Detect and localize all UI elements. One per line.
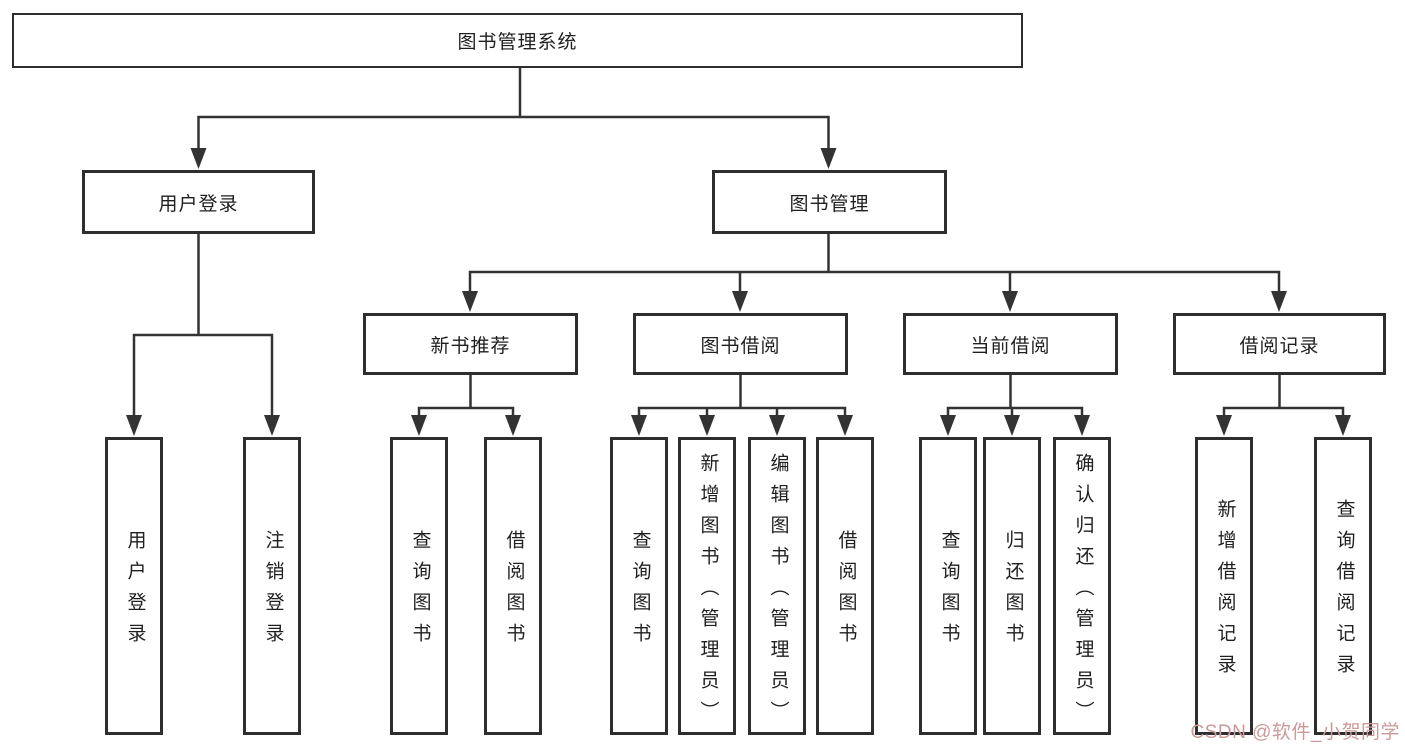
edge-level2-rail (197, 115, 830, 150)
leaf-query-borrow-record: 查询借阅记录 (1314, 437, 1372, 735)
node-root-label: 图书管理系统 (457, 32, 578, 53)
arrowhead-book-management (820, 148, 837, 169)
edges-current-borrow-children (940, 373, 1090, 436)
leaf-edit-book-admin-label: 编辑图书（管理员） (767, 452, 789, 732)
edge-level3-rail (468, 270, 1281, 294)
leaf-query-books-current-label: 查询图书 (938, 530, 960, 654)
node-book-borrow-label: 图书借阅 (700, 335, 781, 357)
node-book-management: 图书管理 (712, 170, 947, 234)
arrowhead-query-books-recommend (411, 415, 427, 436)
leaf-query-books-recommend-label: 查询图书 (409, 530, 431, 654)
edges-user-login-children (126, 232, 280, 436)
leaf-add-borrow-record-label: 新增借阅记录 (1214, 499, 1236, 685)
leaf-edit-book-admin: 编辑图书（管理员） (748, 437, 806, 735)
edge-user-login-rail (132, 333, 274, 417)
leaf-confirm-return-admin: 确认归还（管理员） (1053, 437, 1111, 735)
leaf-add-borrow-record: 新增借阅记录 (1195, 437, 1253, 735)
arrowhead-borrow-books (837, 415, 853, 436)
arrowhead-confirm-return (1074, 415, 1090, 436)
arrowhead-query-books-borrow (631, 415, 647, 436)
leaf-add-book-admin: 新增图书（管理员） (678, 437, 736, 735)
edge-borrow-rail (637, 406, 847, 417)
arrowhead-query-borrow-record (1335, 415, 1351, 436)
edges-root-to-level2 (190, 66, 837, 169)
node-user-login-label: 用户登录 (158, 193, 239, 215)
arrowhead-book-borrow (732, 291, 748, 312)
node-book-management-label: 图书管理 (789, 193, 870, 215)
node-current-borrow-label: 当前借阅 (970, 335, 1051, 357)
leaf-return-books-label: 归还图书 (1002, 530, 1024, 654)
arrowhead-add-book (699, 415, 715, 436)
arrowhead-return-books (1004, 415, 1020, 436)
edges-borrow-records-children (1216, 373, 1351, 436)
node-user-login: 用户登录 (82, 170, 315, 234)
arrowhead-borrow-records (1271, 291, 1287, 312)
leaf-query-books-borrow-label: 查询图书 (629, 530, 651, 654)
leaf-add-book-admin-label: 新增图书（管理员） (697, 452, 719, 732)
leaf-return-books: 归还图书 (983, 437, 1041, 735)
node-current-borrow: 当前借阅 (903, 313, 1118, 375)
leaf-query-books-borrow: 查询图书 (610, 437, 668, 735)
edge-records-rail (1222, 406, 1345, 417)
edges-book-management-children (462, 232, 1287, 312)
arrowhead-leaf-logout (264, 415, 280, 436)
leaf-confirm-return-admin-label: 确认归还（管理员） (1072, 452, 1094, 732)
arrowhead-add-borrow-record (1216, 415, 1232, 436)
leaf-borrow-books-recommend: 借阅图书 (484, 437, 542, 735)
leaf-user-login-label: 用户登录 (124, 530, 146, 654)
leaf-query-books-recommend: 查询图书 (390, 437, 448, 735)
csdn-watermark: CSDN @软件_小贺同学 (1190, 722, 1400, 743)
leaf-query-books-current: 查询图书 (919, 437, 977, 735)
arrowhead-edit-book (769, 415, 785, 436)
leaf-logout-label: 注销登录 (262, 530, 284, 654)
node-new-book-recommend: 新书推荐 (363, 313, 578, 375)
node-new-book-recommend-label: 新书推荐 (430, 335, 511, 357)
leaf-query-borrow-record-label: 查询借阅记录 (1333, 499, 1355, 685)
leaf-borrow-books: 借阅图书 (816, 437, 874, 735)
arrowhead-current-borrow (1002, 291, 1018, 312)
node-book-borrow: 图书借阅 (633, 313, 848, 375)
leaf-user-login: 用户登录 (105, 437, 163, 735)
leaf-borrow-books-label: 借阅图书 (835, 530, 857, 654)
node-borrow-records-label: 借阅记录 (1239, 335, 1320, 357)
leaf-borrow-books-recommend-label: 借阅图书 (503, 530, 525, 654)
arrowhead-new-book-recommend (462, 291, 478, 312)
node-borrow-records: 借阅记录 (1173, 313, 1386, 375)
arrowhead-borrow-books-recommend (505, 415, 521, 436)
edges-book-borrow-children (631, 373, 853, 436)
edge-current-rail (946, 406, 1084, 417)
arrowhead-user-login (190, 148, 207, 169)
leaf-logout: 注销登录 (243, 437, 301, 735)
edges-new-book-recommend-children (411, 373, 521, 436)
arrowhead-leaf-user-login (126, 415, 142, 436)
arrowhead-query-books-current (940, 415, 956, 436)
edge-recommend-rail (417, 406, 515, 417)
node-root: 图书管理系统 (12, 13, 1023, 68)
